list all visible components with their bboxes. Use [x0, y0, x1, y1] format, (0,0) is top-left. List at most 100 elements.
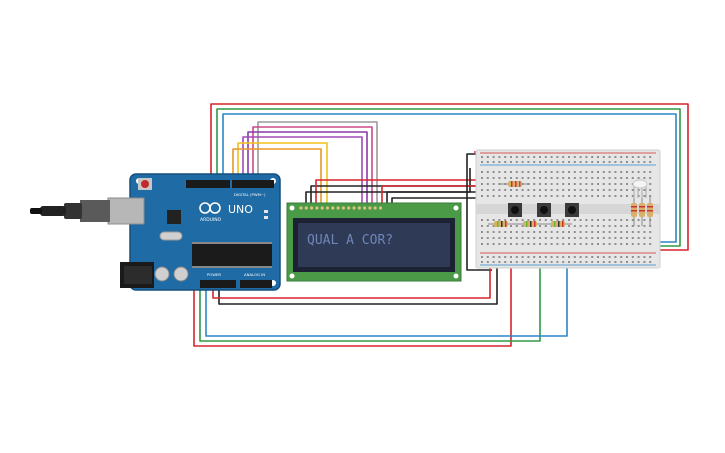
breadboard-hole [504, 195, 507, 197]
push-button-2[interactable] [537, 203, 551, 217]
breadboard-hole [614, 225, 617, 227]
breadboard-hole [573, 156, 576, 158]
breadboard-hole [649, 177, 652, 179]
breadboard-hole [562, 261, 565, 263]
breadboard-hole [556, 161, 559, 163]
push-button-1[interactable] [508, 203, 522, 217]
breadboard-hole [481, 177, 483, 179]
breadboard-hole [602, 256, 605, 258]
breadboard-hole [510, 237, 512, 239]
breadboard-hole [550, 156, 553, 158]
breadboard-hole [515, 171, 518, 173]
breadboard-hole [562, 237, 565, 239]
breadboard-hole [614, 161, 617, 163]
breadboard-hole [597, 189, 599, 191]
breadboard-hole [602, 156, 605, 158]
wire-green-top [216, 108, 681, 247]
breadboard-hole [573, 237, 576, 239]
breadboard-hole [573, 219, 576, 221]
lcd-pin [336, 206, 340, 210]
breadboard-hole [521, 156, 524, 158]
breadboard-hole [579, 243, 582, 245]
breadboard-hole [637, 161, 640, 163]
capacitor [173, 266, 189, 282]
breadboard-hole [597, 195, 599, 197]
breadboard-hole [597, 256, 599, 258]
breadboard-hole [521, 237, 524, 239]
breadboard-hole [626, 256, 628, 258]
breadboard-hole [631, 237, 634, 239]
lcd-display[interactable]: QUAL A COR? [286, 202, 462, 282]
breadboard-hole [602, 171, 605, 173]
breadboard-hole [481, 189, 483, 191]
breadboard-hole [521, 243, 524, 245]
lcd-pin [373, 206, 377, 210]
digital-header-a [186, 180, 230, 188]
breadboard-hole [504, 171, 507, 173]
breadboard-hole [562, 195, 565, 197]
breadboard-hole [637, 256, 640, 258]
breadboard-hole [515, 243, 518, 245]
lcd-pin [352, 206, 356, 210]
breadboard-hole [643, 243, 646, 245]
breadboard-hole [544, 156, 547, 158]
usb-connector-icon [30, 197, 145, 225]
wire-red-long-bottom [193, 240, 512, 347]
breadboard-hole [631, 261, 634, 263]
rgb-led-icon[interactable] [632, 179, 648, 198]
breadboard-hole [486, 261, 489, 263]
breadboard-hole [550, 231, 553, 233]
wire-blue-top [222, 113, 677, 243]
breadboard-hole [515, 177, 518, 179]
breadboard-hole [510, 261, 512, 263]
breadboard-hole [591, 195, 594, 197]
power-header [200, 280, 236, 288]
breadboard-hole [550, 195, 553, 197]
breadboard-hole [486, 183, 489, 185]
breadboard-hole [562, 243, 565, 245]
breadboard-hole [649, 231, 652, 233]
breadboard-hole [591, 219, 594, 221]
breadboard-hole [550, 256, 553, 258]
breadboard-hole [591, 189, 594, 191]
breadboard-hole [527, 189, 530, 191]
breadboard-hole [597, 156, 599, 158]
breadboard-hole [544, 225, 547, 227]
breadboard-hole [544, 177, 547, 179]
breadboard-hole [614, 171, 617, 173]
breadboard-hole [637, 177, 640, 179]
breadboard-hole [521, 177, 524, 179]
lcd-pin [363, 206, 367, 210]
breadboard-hole [608, 171, 611, 173]
breadboard-hole [631, 189, 634, 191]
breadboard-hole [498, 237, 501, 239]
reset-button-icon[interactable] [138, 178, 152, 190]
breadboard-hole [631, 256, 634, 258]
breadboard-hole [539, 189, 541, 191]
breadboard-hole [556, 183, 559, 185]
breadboard-hole [550, 161, 553, 163]
breadboard-hole [631, 243, 634, 245]
breadboard-hole [626, 219, 628, 221]
lcd-mount-hole [289, 205, 295, 211]
breadboard-hole [602, 225, 605, 227]
breadboard-hole [481, 261, 483, 263]
breadboard-hole [620, 195, 623, 197]
arduino-uno-board[interactable]: UNO ARDUINO DIGITAL (PWM~) POWER ANALOG … [30, 173, 281, 291]
breadboard-hole [614, 256, 617, 258]
breadboard-hole [486, 195, 489, 197]
breadboard-hole [608, 225, 611, 227]
breadboard-hole [631, 161, 634, 163]
breadboard-hole [504, 231, 507, 233]
breadboard-hole [608, 189, 611, 191]
push-button-icon [511, 206, 519, 214]
breadboard-hole [602, 195, 605, 197]
breadboard-hole [585, 189, 588, 191]
lcd-pin-header [299, 206, 383, 210]
breadboard-hole [573, 261, 576, 263]
breadboard-hole [602, 177, 605, 179]
breadboard-hole [550, 189, 553, 191]
push-button-3[interactable] [565, 203, 579, 217]
breadboard-hole [486, 177, 489, 179]
breadboard-hole [510, 171, 512, 173]
